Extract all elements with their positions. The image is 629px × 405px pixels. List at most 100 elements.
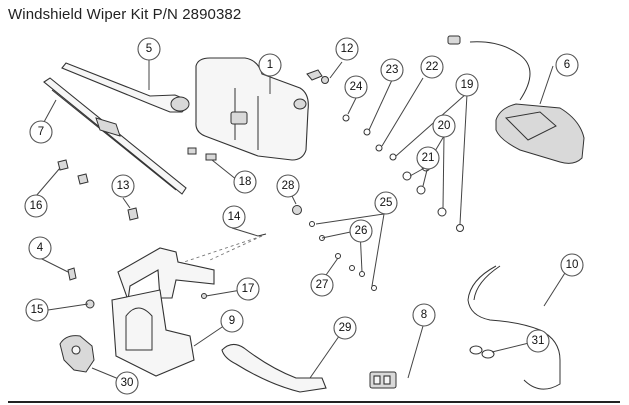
washer-tubing-illustration [467,265,561,390]
callout-circle [526,329,550,353]
callout-number: 25 [380,197,393,209]
mounting-bracket-illustration [111,235,263,377]
washer-20b-illustration [437,207,447,217]
callout-number: 8 [421,309,427,321]
callout-number: 28 [282,180,295,192]
callout-number: 9 [229,315,235,327]
callout-number: 13 [117,180,130,192]
washer-24-illustration [342,114,350,122]
bracket-illustration-2 [77,173,89,185]
callout-28: 28 [276,174,300,198]
washer-27a-illustration [335,253,341,259]
callout-circle [380,58,404,82]
callout-16: 16 [24,194,48,218]
callout-4: 4 [28,236,52,260]
callout-circle [111,174,135,198]
washer-27b-illustration [349,265,355,271]
callout-circle [137,37,161,61]
callout-29: 29 [333,316,357,340]
washer-reservoir-illustration [195,57,309,161]
callout-21: 21 [416,146,440,170]
callout-circle [455,73,479,97]
callout-circle [115,371,139,395]
callout-23: 23 [380,58,404,82]
callout-26: 26 [349,219,373,243]
callout-circle [344,75,368,99]
callout-number: 26 [355,225,368,237]
callout-circle [432,114,456,138]
washer-23-illustration [363,128,371,136]
callout-number: 4 [37,242,44,254]
callout-5: 5 [137,37,161,61]
callout-number: 22 [426,61,439,73]
callout-circle [310,273,334,297]
callout-number: 12 [341,43,354,55]
callout-number: 16 [30,200,43,212]
washer-26-illustration [359,271,365,277]
hose-clamp-illustration [469,345,483,355]
washer-19-illustration [389,153,397,161]
screw-illustration [257,233,267,237]
callout-20: 20 [432,114,456,138]
callout-25: 25 [374,191,398,215]
callout-circle [258,53,282,77]
callout-1: 1 [258,53,282,77]
callout-circle [555,53,579,77]
connector-illustration [127,207,139,221]
callout-18: 18 [233,170,257,194]
callout-number: 21 [422,152,435,164]
washer-21a-illustration [402,171,412,181]
leader-lines [35,60,571,383]
callout-circle [412,303,436,327]
callout-number: 7 [38,126,44,138]
hose-clamp-illustration-2 [481,349,495,359]
callout-number: 29 [339,322,352,334]
callout-9: 9 [220,309,244,333]
callout-14: 14 [222,205,246,229]
callout-number: 20 [438,120,451,132]
callout-circle [25,298,49,322]
callout-number: 30 [121,377,134,389]
wiper-blade-illustration [43,77,187,195]
sensor-illustration [67,267,77,281]
callout-circle [335,37,359,61]
callout-7: 7 [29,120,53,144]
callout-number: 10 [566,259,579,271]
callout-circle [560,253,584,277]
diagram-title: Windshield Wiper Kit P/N 2890382 [8,6,242,23]
callout-22: 22 [420,55,444,79]
callout-30: 30 [115,371,139,395]
callout-circle [233,170,257,194]
callout-circle [220,309,244,333]
nut-clip-illustration-2 [205,153,217,161]
nut-clip-illustration [187,147,197,155]
callout-circle [222,205,246,229]
callout-number: 17 [242,283,255,295]
callout-31: 31 [526,329,550,353]
bottom-rule [8,401,620,403]
callout-12: 12 [335,37,359,61]
callout-circle [29,120,53,144]
callout-number: 1 [267,59,273,71]
callout-circle [420,55,444,79]
callout-number: 14 [228,211,241,223]
callout-10: 10 [560,253,584,277]
callout-circle [276,174,300,198]
washer-21b-illustration [416,185,426,195]
callout-number: 27 [316,279,329,291]
callout-number: 19 [461,79,474,91]
washer-22-illustration [375,144,383,152]
callout-circle [333,316,357,340]
callout-number: 23 [386,64,399,76]
callout-15: 15 [25,298,49,322]
washer-25b-illustration [319,235,325,241]
callout-13: 13 [111,174,135,198]
callout-circle [349,219,373,243]
hose-illustration [221,343,327,393]
callout-24: 24 [344,75,368,99]
callout-19: 19 [455,73,479,97]
grommet-illustration [321,76,329,84]
callout-circle [416,146,440,170]
callout-number: 6 [564,59,570,71]
